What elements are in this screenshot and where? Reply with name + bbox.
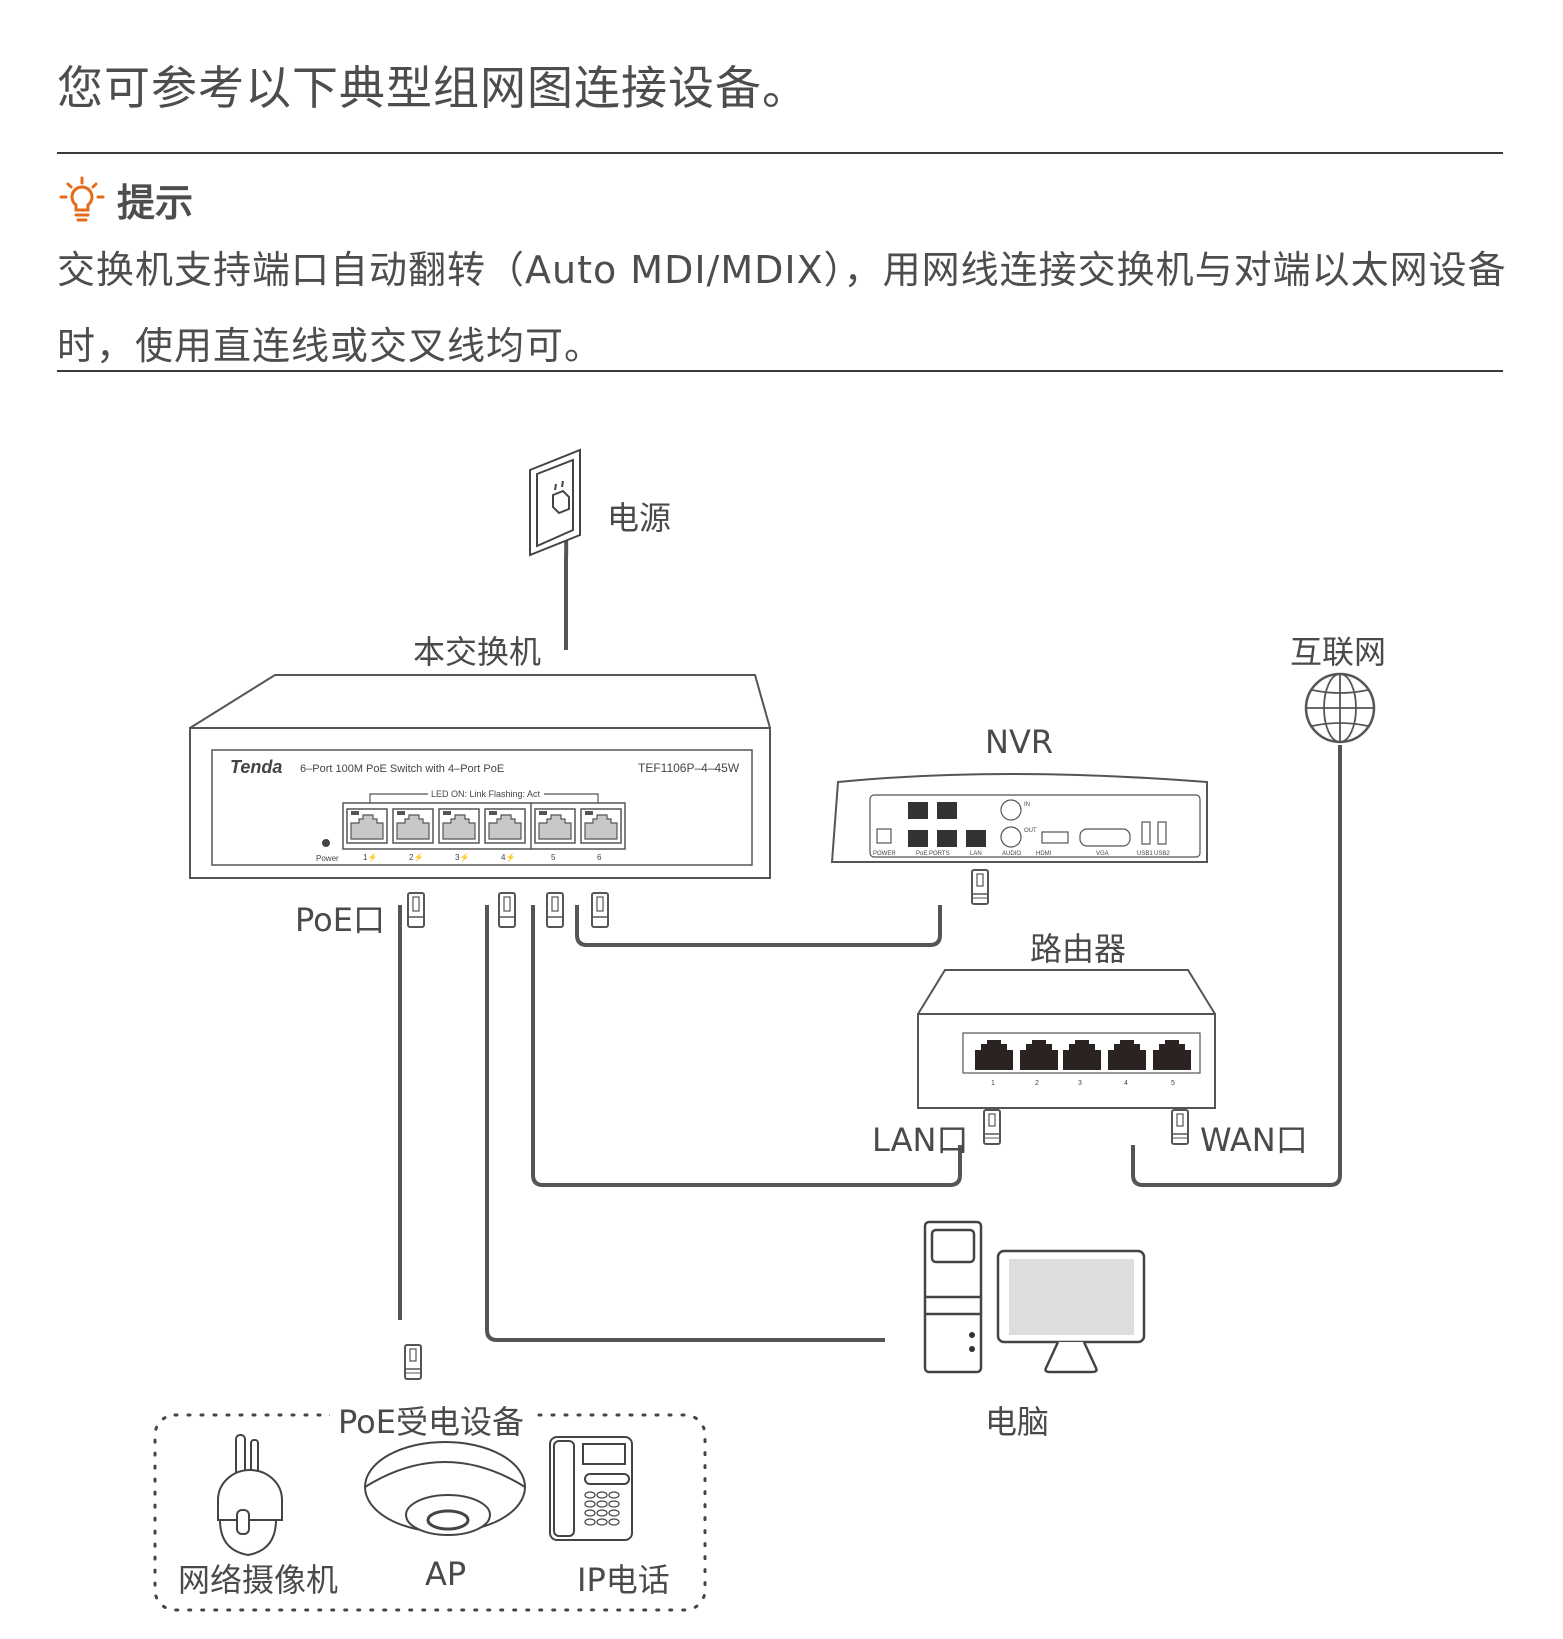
rj45-plug-icon bbox=[591, 892, 609, 928]
rj45-plug-icon bbox=[498, 892, 516, 928]
ip-phone-icon bbox=[549, 1436, 633, 1541]
ip-camera-icon bbox=[217, 1434, 283, 1557]
switch-device bbox=[189, 674, 771, 879]
switch-model: TEF1106P–4–45W bbox=[638, 761, 740, 775]
pc-label: 电脑 bbox=[985, 1403, 1050, 1441]
cable-switch-nvr bbox=[575, 905, 942, 947]
router-port-label: 1 bbox=[991, 1080, 995, 1087]
nvr-audio-in: IN bbox=[1024, 802, 1030, 808]
tip-body: 交换机支持端口自动翻转（Auto MDI/MDIX），用网线连接交换机与对端以太… bbox=[57, 248, 1507, 368]
cable-switch-router-lan bbox=[531, 905, 962, 1187]
router-label: 路由器 bbox=[1030, 930, 1127, 968]
nvr-label: USB2 bbox=[1154, 851, 1170, 857]
internet-label: 互联网 bbox=[1290, 633, 1387, 671]
switch-brand: Tenda bbox=[230, 757, 282, 777]
nvr-label: HDMI bbox=[1036, 851, 1052, 857]
cable-switch-pc bbox=[485, 905, 885, 1342]
rj45-plug-icon bbox=[983, 1109, 1001, 1145]
divider-top bbox=[57, 152, 1503, 154]
cable-router-wan-internet bbox=[1131, 745, 1342, 1187]
switch-port-label: 1⚡ bbox=[363, 852, 377, 862]
lightbulb-icon bbox=[59, 176, 105, 221]
intro-text: 您可参考以下典型组网图连接设备。 bbox=[57, 61, 809, 115]
switch-port-label: 3⚡ bbox=[455, 852, 469, 862]
rj45-plug-icon bbox=[407, 892, 425, 928]
router-port-label: 3 bbox=[1078, 1080, 1082, 1087]
switch-port-label: 5 bbox=[551, 853, 556, 862]
rj45-plug-icon bbox=[971, 869, 989, 905]
switch-port-label: 6 bbox=[597, 853, 602, 862]
power-led-label: Power bbox=[316, 854, 339, 863]
pc-icon bbox=[923, 1220, 1146, 1374]
pd-group-label: PoE受电设备 bbox=[338, 1403, 524, 1441]
poe-port-label: PoE口 bbox=[295, 901, 385, 939]
rj45-plug-icon bbox=[546, 892, 564, 928]
router-port-label: 5 bbox=[1171, 1080, 1175, 1087]
nvr-port-labels: POWER PoE PORTS LAN AUDIO HDMI VGA USB1 … bbox=[873, 802, 1170, 857]
pd-device-label-phone: IP电话 bbox=[577, 1561, 670, 1599]
cables bbox=[398, 499, 1342, 1342]
nvr-label: AUDIO bbox=[1002, 851, 1021, 857]
power-label: 电源 bbox=[607, 499, 672, 537]
nvr-label: VGA bbox=[1096, 851, 1109, 857]
nvr-audio-out: OUT bbox=[1024, 828, 1037, 834]
router-port-labels: 1 2 3 4 5 bbox=[991, 1080, 1175, 1087]
rj45-plug-icon bbox=[1171, 1109, 1189, 1145]
nvr-label: LAN bbox=[970, 851, 982, 857]
power-outlet-icon bbox=[529, 448, 581, 557]
tip-header: 提示 bbox=[57, 172, 193, 227]
switch-port-labels: 1⚡ 2⚡ 3⚡ 4⚡ 5 6 bbox=[363, 852, 602, 862]
switch-port-label: 4⚡ bbox=[501, 852, 515, 862]
router-device bbox=[917, 969, 1216, 1109]
nvr-label: PoE PORTS bbox=[916, 851, 950, 857]
nvr-label: USB1 bbox=[1137, 851, 1153, 857]
pd-device-label-ap: AP bbox=[425, 1555, 467, 1593]
pd-device-label-camera: 网络摄像机 bbox=[178, 1561, 339, 1599]
access-point-icon bbox=[364, 1441, 526, 1536]
router-port-label: 2 bbox=[1035, 1080, 1039, 1087]
nvr-device bbox=[830, 773, 1208, 863]
switch-port-label: 2⚡ bbox=[409, 852, 423, 862]
switch-label: 本交换机 bbox=[413, 633, 542, 671]
divider-bottom bbox=[57, 370, 1503, 372]
tip-title: 提示 bbox=[117, 181, 194, 225]
router-port-label: 4 bbox=[1124, 1080, 1128, 1087]
switch-description: 6–Port 100M PoE Switch with 4–Port PoE bbox=[300, 763, 504, 775]
led-legend: LED ON: Link Flashing: Act bbox=[431, 789, 541, 799]
rj45-plug-icon bbox=[404, 1344, 422, 1380]
nvr-label: POWER bbox=[873, 851, 896, 857]
nvr-label: NVR bbox=[985, 723, 1054, 761]
wan-port-label: WAN口 bbox=[1200, 1121, 1308, 1159]
lan-port-label: LAN口 bbox=[872, 1121, 969, 1159]
internet-globe-icon bbox=[1304, 672, 1376, 744]
